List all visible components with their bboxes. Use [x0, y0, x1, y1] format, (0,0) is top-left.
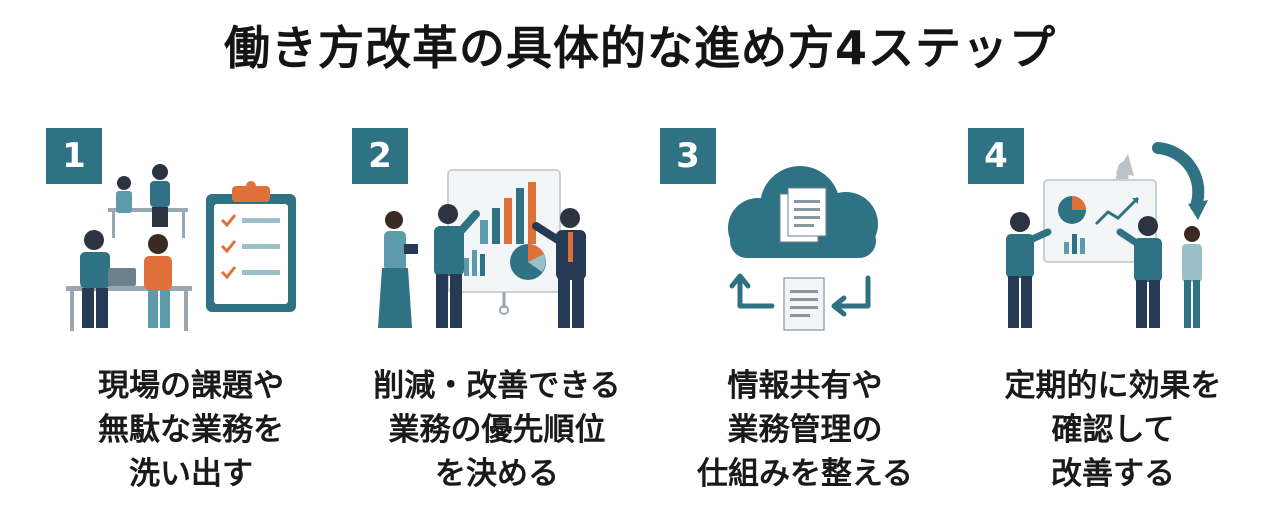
- step-1: 1 現場の課題や 無駄な業務を 洗い出す: [46, 128, 346, 508]
- step-caption: 現場の課題や 無駄な業務を 洗い出す: [98, 368, 284, 492]
- step-3: 3 情報共有や 業務管理の 仕組みを整える: [660, 128, 960, 508]
- review-improve-illustration: [1006, 142, 1208, 328]
- presentation-board-illustration: [378, 169, 586, 328]
- page-title: 働き方改革の具体的な進め方4ステップ: [223, 21, 1056, 75]
- step-number-badge: 2: [352, 128, 408, 184]
- step-caption: 定期的に効果を 確認して 改善する: [1004, 368, 1222, 492]
- step-caption: 削減・改善できる 業務の優先順位 を決める: [373, 368, 621, 492]
- step-caption: 情報共有や 業務管理の 仕組みを整える: [696, 368, 914, 492]
- step-number-badge: 1: [46, 128, 102, 184]
- step-number-badge: 4: [968, 128, 1024, 184]
- cloud-sharing-illustration: [728, 166, 878, 331]
- step-2: 2 削減・改善できる 業務の優先順位 を決める: [352, 128, 652, 508]
- team-discussion-illustration: [66, 164, 296, 331]
- step-number-badge: 3: [660, 128, 716, 184]
- step-4: 4 定期的に効果を 確認して 改善する: [968, 128, 1268, 508]
